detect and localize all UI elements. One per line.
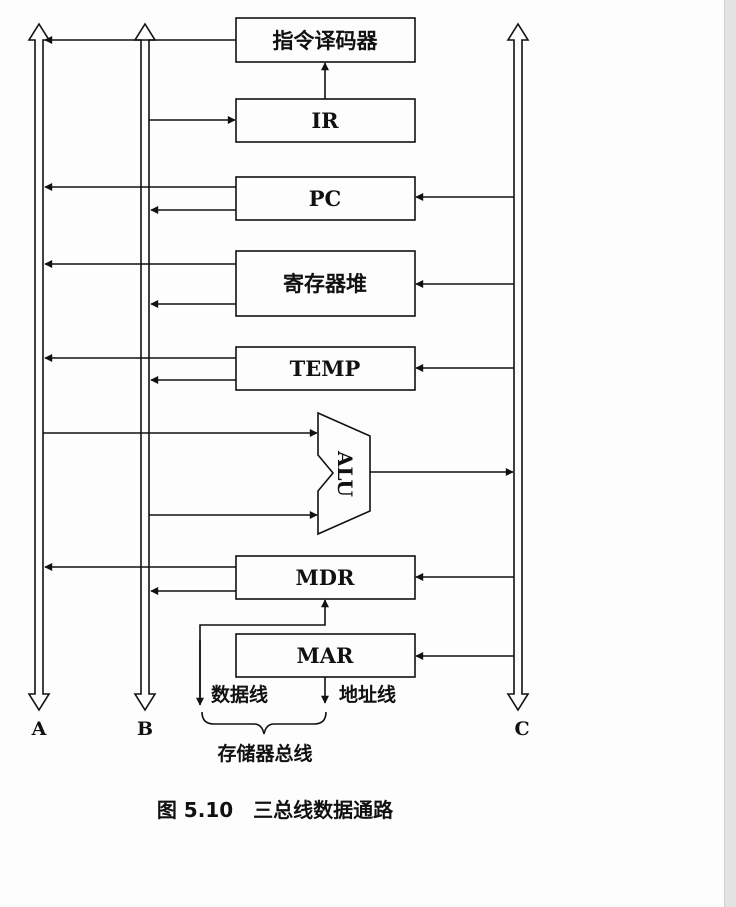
- memory-bus-brace: [201, 711, 327, 735]
- register-file-box: [235, 250, 416, 317]
- decoder-label: 指令译码器: [273, 28, 379, 53]
- memory-bus-label: 存储器总线: [217, 742, 312, 765]
- alu-shape: [317, 411, 371, 536]
- mar-label: MAR: [297, 643, 355, 668]
- bus-a-label: A: [31, 718, 47, 740]
- bus-c: [506, 22, 530, 712]
- pc-box: [235, 176, 416, 221]
- temp-box: [235, 346, 416, 391]
- bus-a: [27, 22, 51, 712]
- regfile-label: 寄存器堆: [283, 271, 367, 296]
- temp-label: TEMP: [290, 356, 361, 381]
- bus-b-label: B: [137, 718, 153, 740]
- alu-label: ALU: [333, 450, 357, 497]
- figure-caption: 图 5.10 三总线数据通路: [157, 798, 394, 822]
- mdr-label: MDR: [296, 565, 355, 590]
- ir-label: IR: [311, 108, 339, 133]
- data-line-label: 数据线: [211, 683, 268, 706]
- bus-b: [133, 22, 157, 712]
- mdr-box: [235, 555, 416, 600]
- bus-c-label: C: [514, 718, 529, 740]
- address-line-label: 地址线: [339, 683, 396, 706]
- vertical-scrollbar[interactable]: [724, 0, 736, 907]
- pc-label: PC: [309, 186, 342, 211]
